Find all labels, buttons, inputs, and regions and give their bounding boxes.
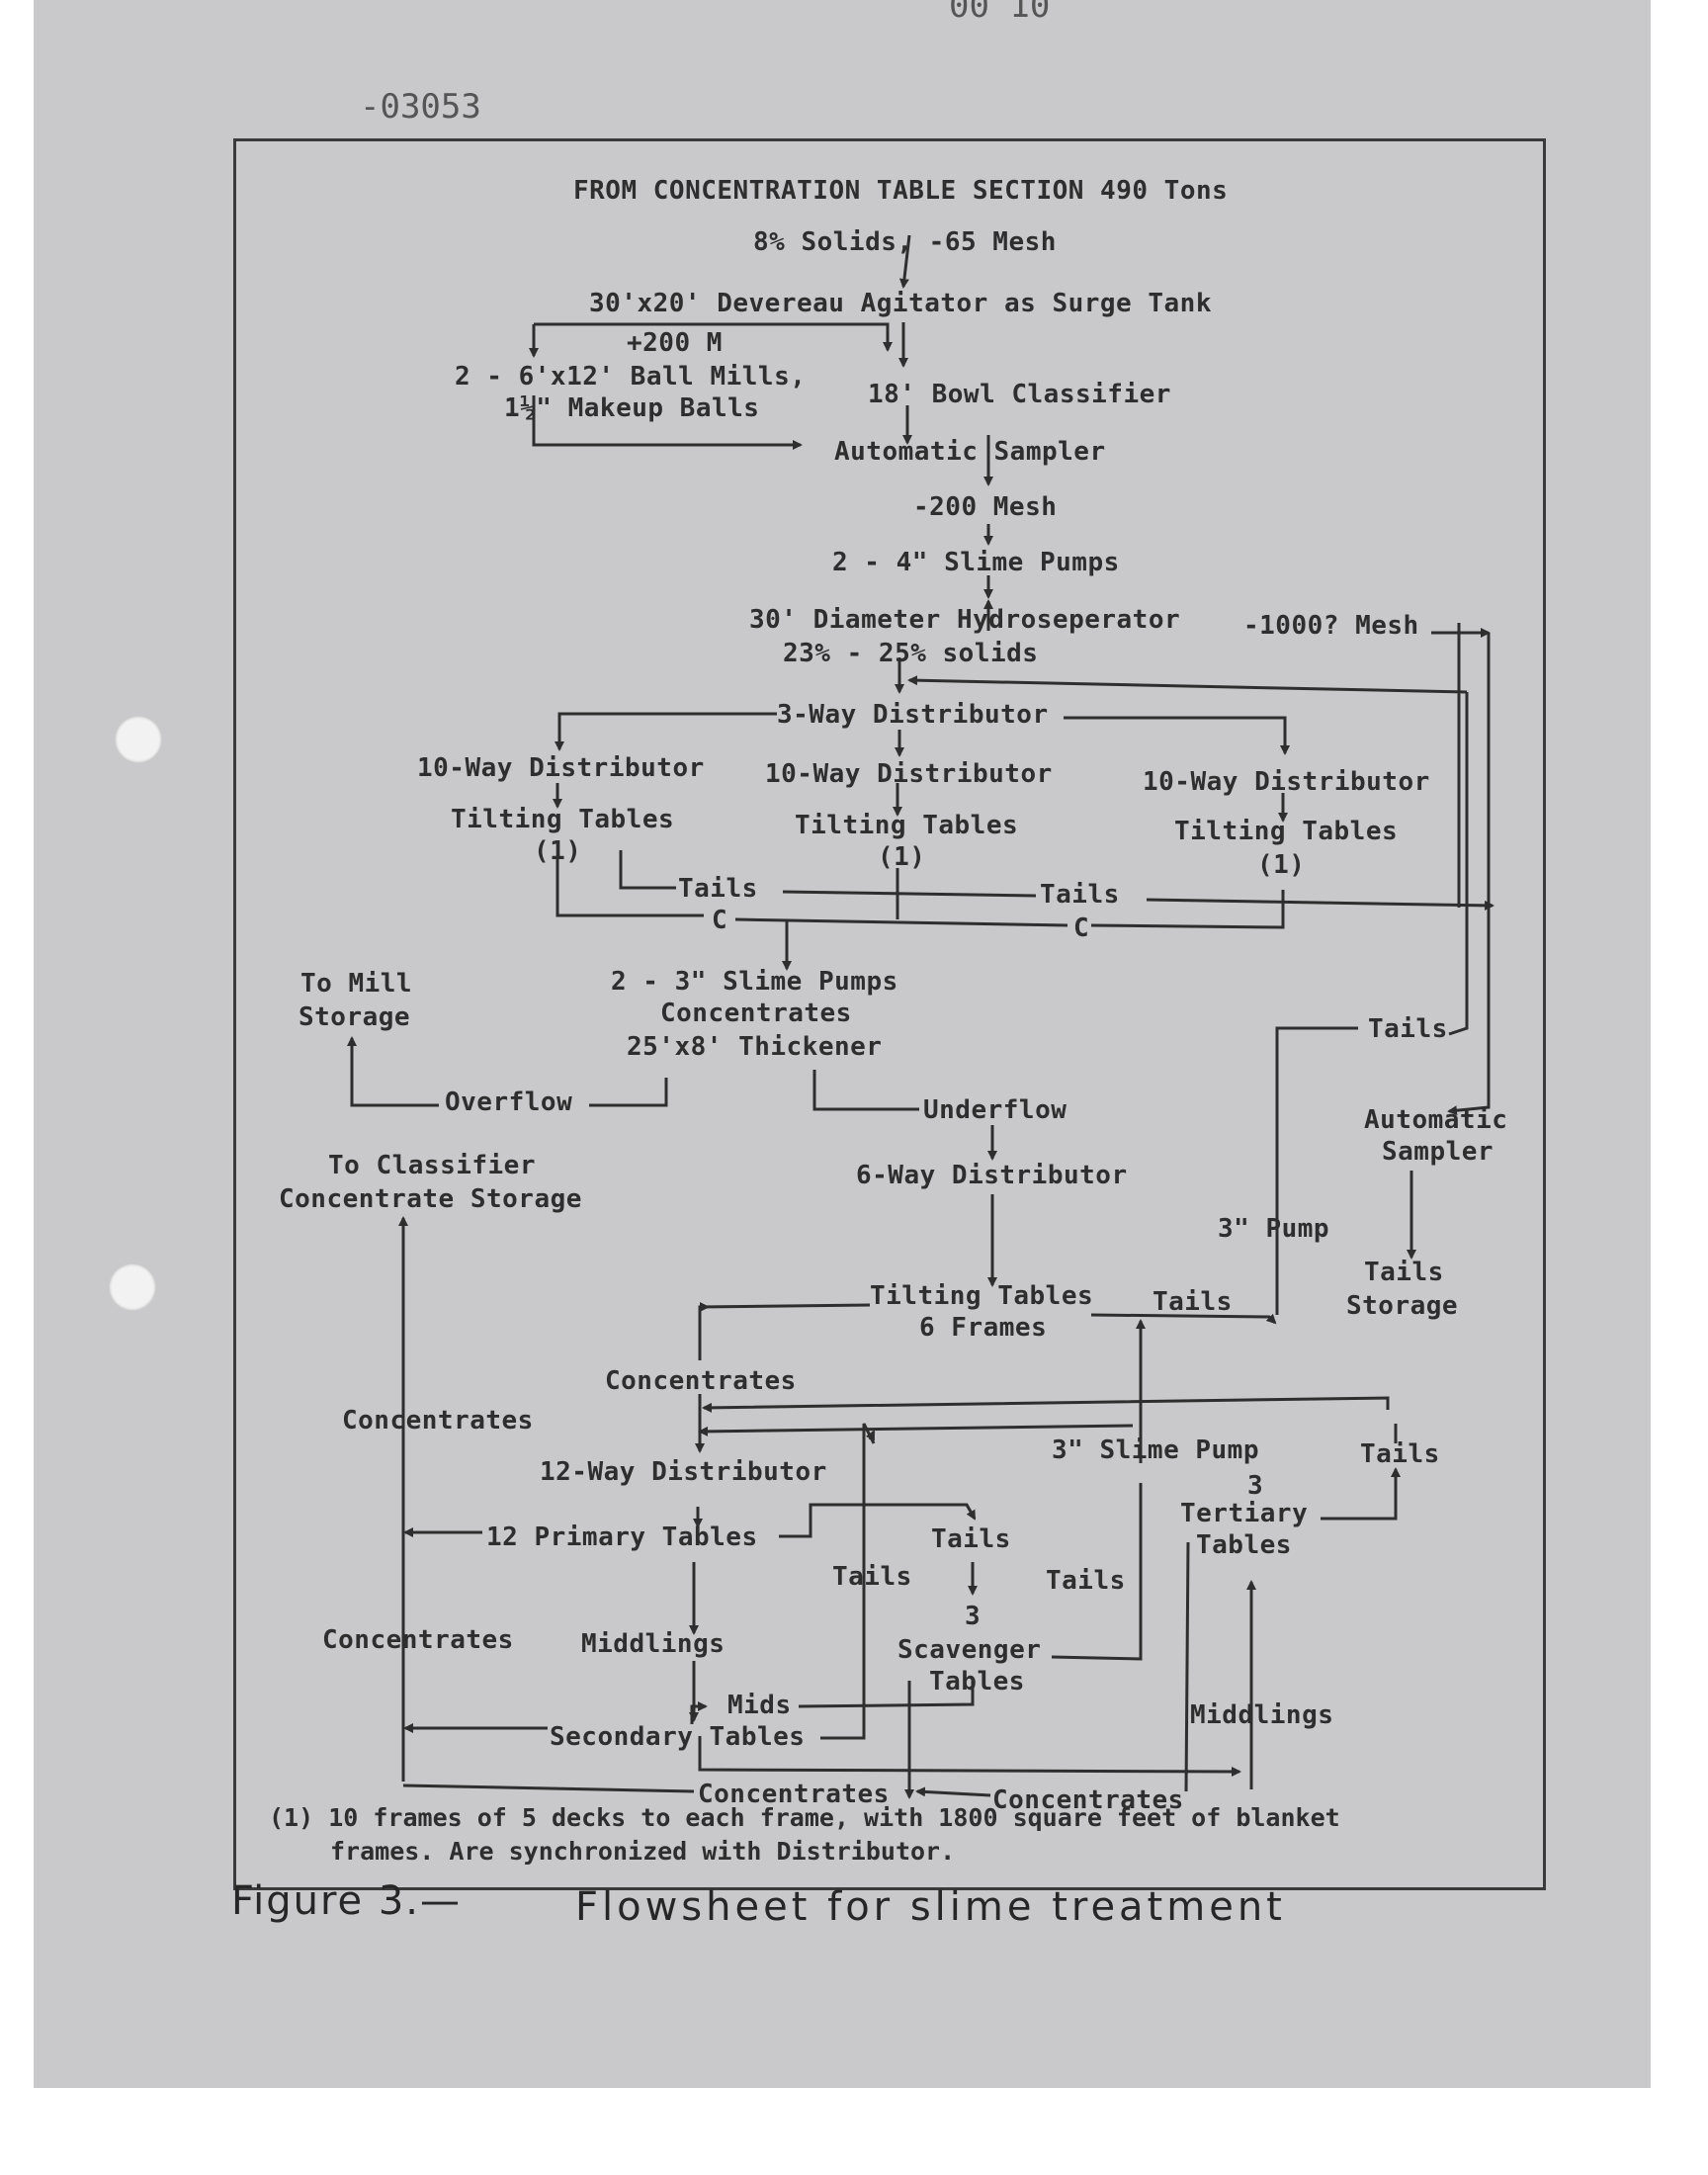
tails-label-a: Tails [678,874,758,904]
header-line2: 8% Solids, -65 Mesh [753,227,1057,257]
makeup-balls-label: 1½" Makeup Balls [504,393,760,423]
note-1-b: (1) [878,842,926,872]
concentrates-left2-label: Concentrates [322,1625,514,1655]
tails-center-label: Tails [832,1562,912,1592]
underflow-label: Underflow [923,1095,1068,1125]
tails-label-b: Tails [1040,880,1120,910]
mids-label: Mids [727,1691,792,1720]
c-label-a: C [712,906,728,935]
bowl-classifier-label: 18' Bowl Classifier [868,380,1171,409]
three-way-distributor-label: 3-Way Distributor [777,700,1049,730]
concentrates-bottom-b: Concentrates [992,1785,1184,1815]
concentrates-mid-label: Concentrates [605,1366,797,1396]
scavenger-tables-label: Tables [929,1667,1025,1696]
tails-right-label: Tails [1368,1014,1448,1044]
figure-title: Flowsheet for slime treatment [575,1884,1286,1930]
note-1-c: (1) [1257,850,1306,880]
tails-right-low-label: Tails [1046,1566,1126,1596]
tails-mid-label: Tails [1153,1287,1233,1317]
footnote-line2: frames. Are synchronized with Distributo… [330,1837,956,1866]
hydroseperator-label: 30' Diameter Hydroseperator [749,605,1181,635]
tilting-tables-6-label: Tilting Tables [870,1281,1094,1311]
automatic-sampler-label: Automatic Sampler [834,437,1106,467]
paper-sheet [34,0,1651,2088]
footnote-line1: (1) 10 frames of 5 decks to each frame, … [269,1803,1340,1832]
classifier-storage-label: Concentrate Storage [279,1184,582,1214]
ten-way-distributor-a: 10-Way Distributor [417,753,705,783]
automatic-sampler-2a: Automatic [1364,1105,1508,1135]
agitator-label: 30'x20' Devereau Agitator as Surge Tank [589,289,1212,318]
ball-mills-label: 2 - 6'x12' Ball Mills, [455,362,807,392]
plus200-label: +200 M [627,328,723,358]
concentrates-top-label: Concentrates [660,999,852,1028]
figure-label: Figure 3.— [231,1878,463,1924]
six-frames-label: 6 Frames [919,1313,1048,1343]
stamp-top: 00 10 [949,0,1051,26]
note-1-a: (1) [534,836,582,866]
slime-pumps-4-label: 2 - 4" Slime Pumps [832,548,1120,577]
tails-storage-b: Storage [1346,1291,1459,1321]
tertiary-tables-label: Tables [1196,1530,1292,1560]
pump-3-label: 3" Pump [1218,1214,1330,1244]
to-mill-storage-label: Storage [299,1002,411,1032]
middlings-label: Middlings [581,1629,726,1659]
punch-hole-bottom [109,1263,156,1311]
six-way-distributor-label: 6-Way Distributor [856,1161,1128,1190]
hydroseperator-solids-label: 23% - 25% solids [783,639,1039,668]
header-line1: FROM CONCENTRATION TABLE SECTION 490 Ton… [573,176,1229,206]
ten-way-distributor-c: 10-Way Distributor [1143,767,1430,797]
mesh-1000-label: -1000? Mesh [1243,611,1419,641]
scavenger-count: 3 [965,1602,982,1631]
to-classifier-label: To Classifier [328,1151,536,1180]
overflow-label: Overflow [445,1088,573,1117]
twelve-way-distributor-label: 12-Way Distributor [540,1457,827,1487]
concentrates-bottom-a: Concentrates [698,1780,890,1809]
secondary-tables-label: Secondary Tables [550,1722,806,1752]
slime-pump-3b-label: 3" Slime Pump [1052,1436,1259,1465]
tails-tertiary-label: Tails [1360,1439,1440,1469]
slime-pumps-3-label: 2 - 3" Slime Pumps [611,967,898,997]
to-mill-label: To Mill [300,969,413,999]
tails-storage-a: Tails [1364,1258,1444,1287]
middlings-right-label: Middlings [1190,1700,1334,1730]
tilting-tables-a: Tilting Tables [451,805,675,834]
c-label-b: C [1073,914,1090,943]
punch-hole-top [115,716,162,763]
ten-way-distributor-b: 10-Way Distributor [765,759,1053,789]
scavenger-label: Scavenger [897,1635,1042,1665]
tertiary-label: Tertiary [1180,1499,1309,1528]
tertiary-count: 3 [1247,1471,1264,1501]
thickener-label: 25'x8' Thickener [627,1032,883,1062]
tilting-tables-c: Tilting Tables [1174,817,1399,846]
tilting-tables-b: Tilting Tables [795,811,1019,840]
tails-primary-label: Tails [931,1524,1011,1554]
stamp-top-left: -03053 [360,87,481,127]
primary-tables-label: 12 Primary Tables [486,1522,758,1552]
automatic-sampler-2b: Sampler [1382,1137,1494,1167]
concentrates-left-label: Concentrates [342,1406,534,1436]
minus200-mesh-label: -200 Mesh [913,492,1058,522]
diagram-frame [233,138,1546,1890]
